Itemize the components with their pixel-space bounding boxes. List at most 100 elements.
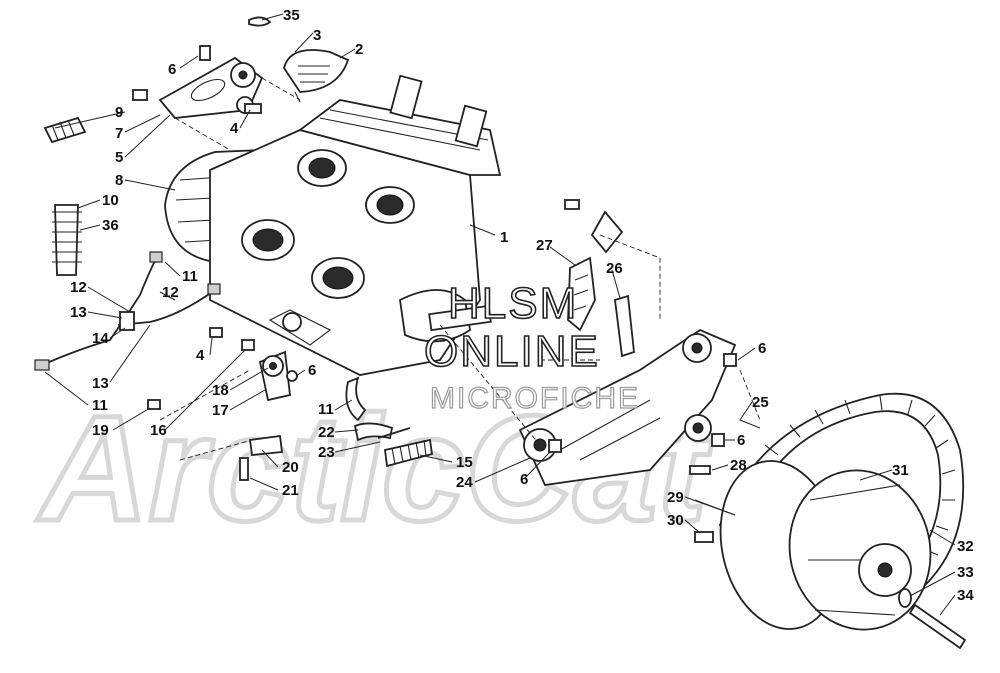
spark-plug-left — [389, 74, 423, 120]
exhaust-port-2-bore — [322, 266, 354, 290]
leader-5 — [124, 114, 171, 158]
leader-4b — [209, 337, 213, 356]
callout-15: 15 — [456, 454, 473, 471]
leader-33 — [909, 571, 956, 597]
pull-handle-parts — [248, 16, 350, 103]
callout-4b: 4 — [196, 347, 205, 364]
callout-23: 23 — [318, 444, 335, 461]
nut-6-upper — [723, 353, 737, 367]
callout-11a: 11 — [182, 268, 198, 285]
hose-clamps — [52, 204, 82, 276]
cylinder-head — [297, 99, 502, 176]
align-line-6 — [179, 439, 253, 461]
bolt-28 — [689, 465, 711, 475]
rear-mount-parts — [147, 327, 298, 481]
callout-2: 2 — [355, 41, 363, 58]
hose-12-right — [117, 289, 216, 326]
leader-2 — [339, 48, 356, 59]
leader-19 — [112, 407, 151, 431]
bolt-21 — [239, 457, 249, 481]
bolt-19 — [147, 399, 161, 410]
intake-port-2-bore — [376, 194, 404, 216]
tube-23 — [377, 427, 411, 439]
leader-22 — [334, 429, 359, 433]
rod-26 — [614, 294, 635, 358]
callout-34: 34 — [957, 587, 974, 604]
spring-15 — [384, 438, 434, 468]
callout-9: 9 — [115, 104, 123, 121]
callout-13a: 13 — [70, 304, 87, 321]
leader-27 — [549, 246, 576, 266]
clamp-10-body — [54, 204, 79, 276]
bolt-4-top — [244, 103, 262, 114]
leader-16 — [164, 349, 246, 431]
callout-31: 31 — [892, 462, 909, 479]
leader-10 — [77, 199, 101, 209]
leader-12b — [159, 291, 176, 301]
align-line-4 — [439, 324, 541, 446]
callout-10: 10 — [102, 192, 119, 209]
guard-27-ribs — [573, 274, 589, 311]
spring-11-lower — [345, 376, 367, 422]
exhaust-port-1-bore — [252, 228, 284, 252]
callout-22: 22 — [318, 424, 335, 441]
leader-11b — [44, 371, 89, 406]
clutch-side-bracket — [518, 328, 737, 486]
callout-30: 30 — [667, 512, 684, 529]
bracket-plate-slot — [559, 399, 661, 461]
leader-11c — [334, 399, 353, 411]
bolt-upper-right — [564, 199, 580, 210]
spring-15-coils — [391, 439, 427, 465]
align-line-2 — [174, 117, 231, 151]
exhaust-springs — [345, 376, 434, 468]
leader-4a — [239, 109, 251, 129]
callout-14: 14 — [92, 330, 109, 347]
callout-19: 19 — [92, 422, 109, 439]
callout-4a: 4 — [230, 120, 239, 137]
leader-24 — [474, 457, 531, 483]
leader-9 — [54, 111, 126, 129]
leader-34 — [939, 594, 956, 616]
nut-6-mid — [711, 433, 725, 447]
callout-26: 26 — [606, 260, 623, 277]
leader-6b — [295, 369, 306, 377]
callout-labels: 35 3 2 6 9 7 4 5 8 10 36 1 27 26 11 12 1… — [70, 7, 974, 604]
leader-13b — [109, 324, 151, 383]
leader-6a — [179, 55, 199, 69]
callout-7: 7 — [115, 125, 123, 142]
clutch-center-bore — [877, 562, 893, 578]
front-mount-bracket — [132, 45, 264, 119]
callout-16: 16 — [150, 422, 167, 439]
callout-6b: 6 — [308, 362, 316, 379]
engine-mount-boss — [282, 312, 302, 332]
washer-33 — [898, 588, 912, 608]
callout-36: 36 — [102, 217, 119, 234]
engine-assembly — [164, 74, 502, 376]
leader-8 — [124, 179, 176, 191]
callout-28: 28 — [730, 457, 747, 474]
rubber-mount-18-center — [269, 362, 277, 370]
align-line-1 — [261, 77, 301, 101]
leader-30 — [684, 519, 701, 534]
callout-6d: 6 — [758, 340, 766, 357]
bolt-4-lower — [209, 327, 223, 338]
bolt-6-top — [199, 45, 211, 61]
callout-25: 25 — [752, 394, 769, 411]
pulley-flange-upper — [590, 210, 624, 254]
starter-handle — [283, 49, 350, 93]
bracket-mount-lower-hole — [692, 422, 704, 434]
callout-27: 27 — [536, 237, 553, 254]
callout-32: 32 — [957, 538, 974, 555]
callout-20: 20 — [282, 459, 299, 476]
spring-9-body — [43, 116, 87, 144]
bolt-30 — [694, 531, 714, 543]
watermark-line-2: ONLINE — [424, 327, 600, 376]
callout-13b: 13 — [92, 375, 109, 392]
callout-12a: 12 — [70, 279, 87, 296]
callout-5: 5 — [115, 149, 123, 166]
leader-35 — [261, 13, 284, 21]
leader-7 — [124, 114, 161, 133]
fuel-line-assembly — [34, 251, 221, 371]
